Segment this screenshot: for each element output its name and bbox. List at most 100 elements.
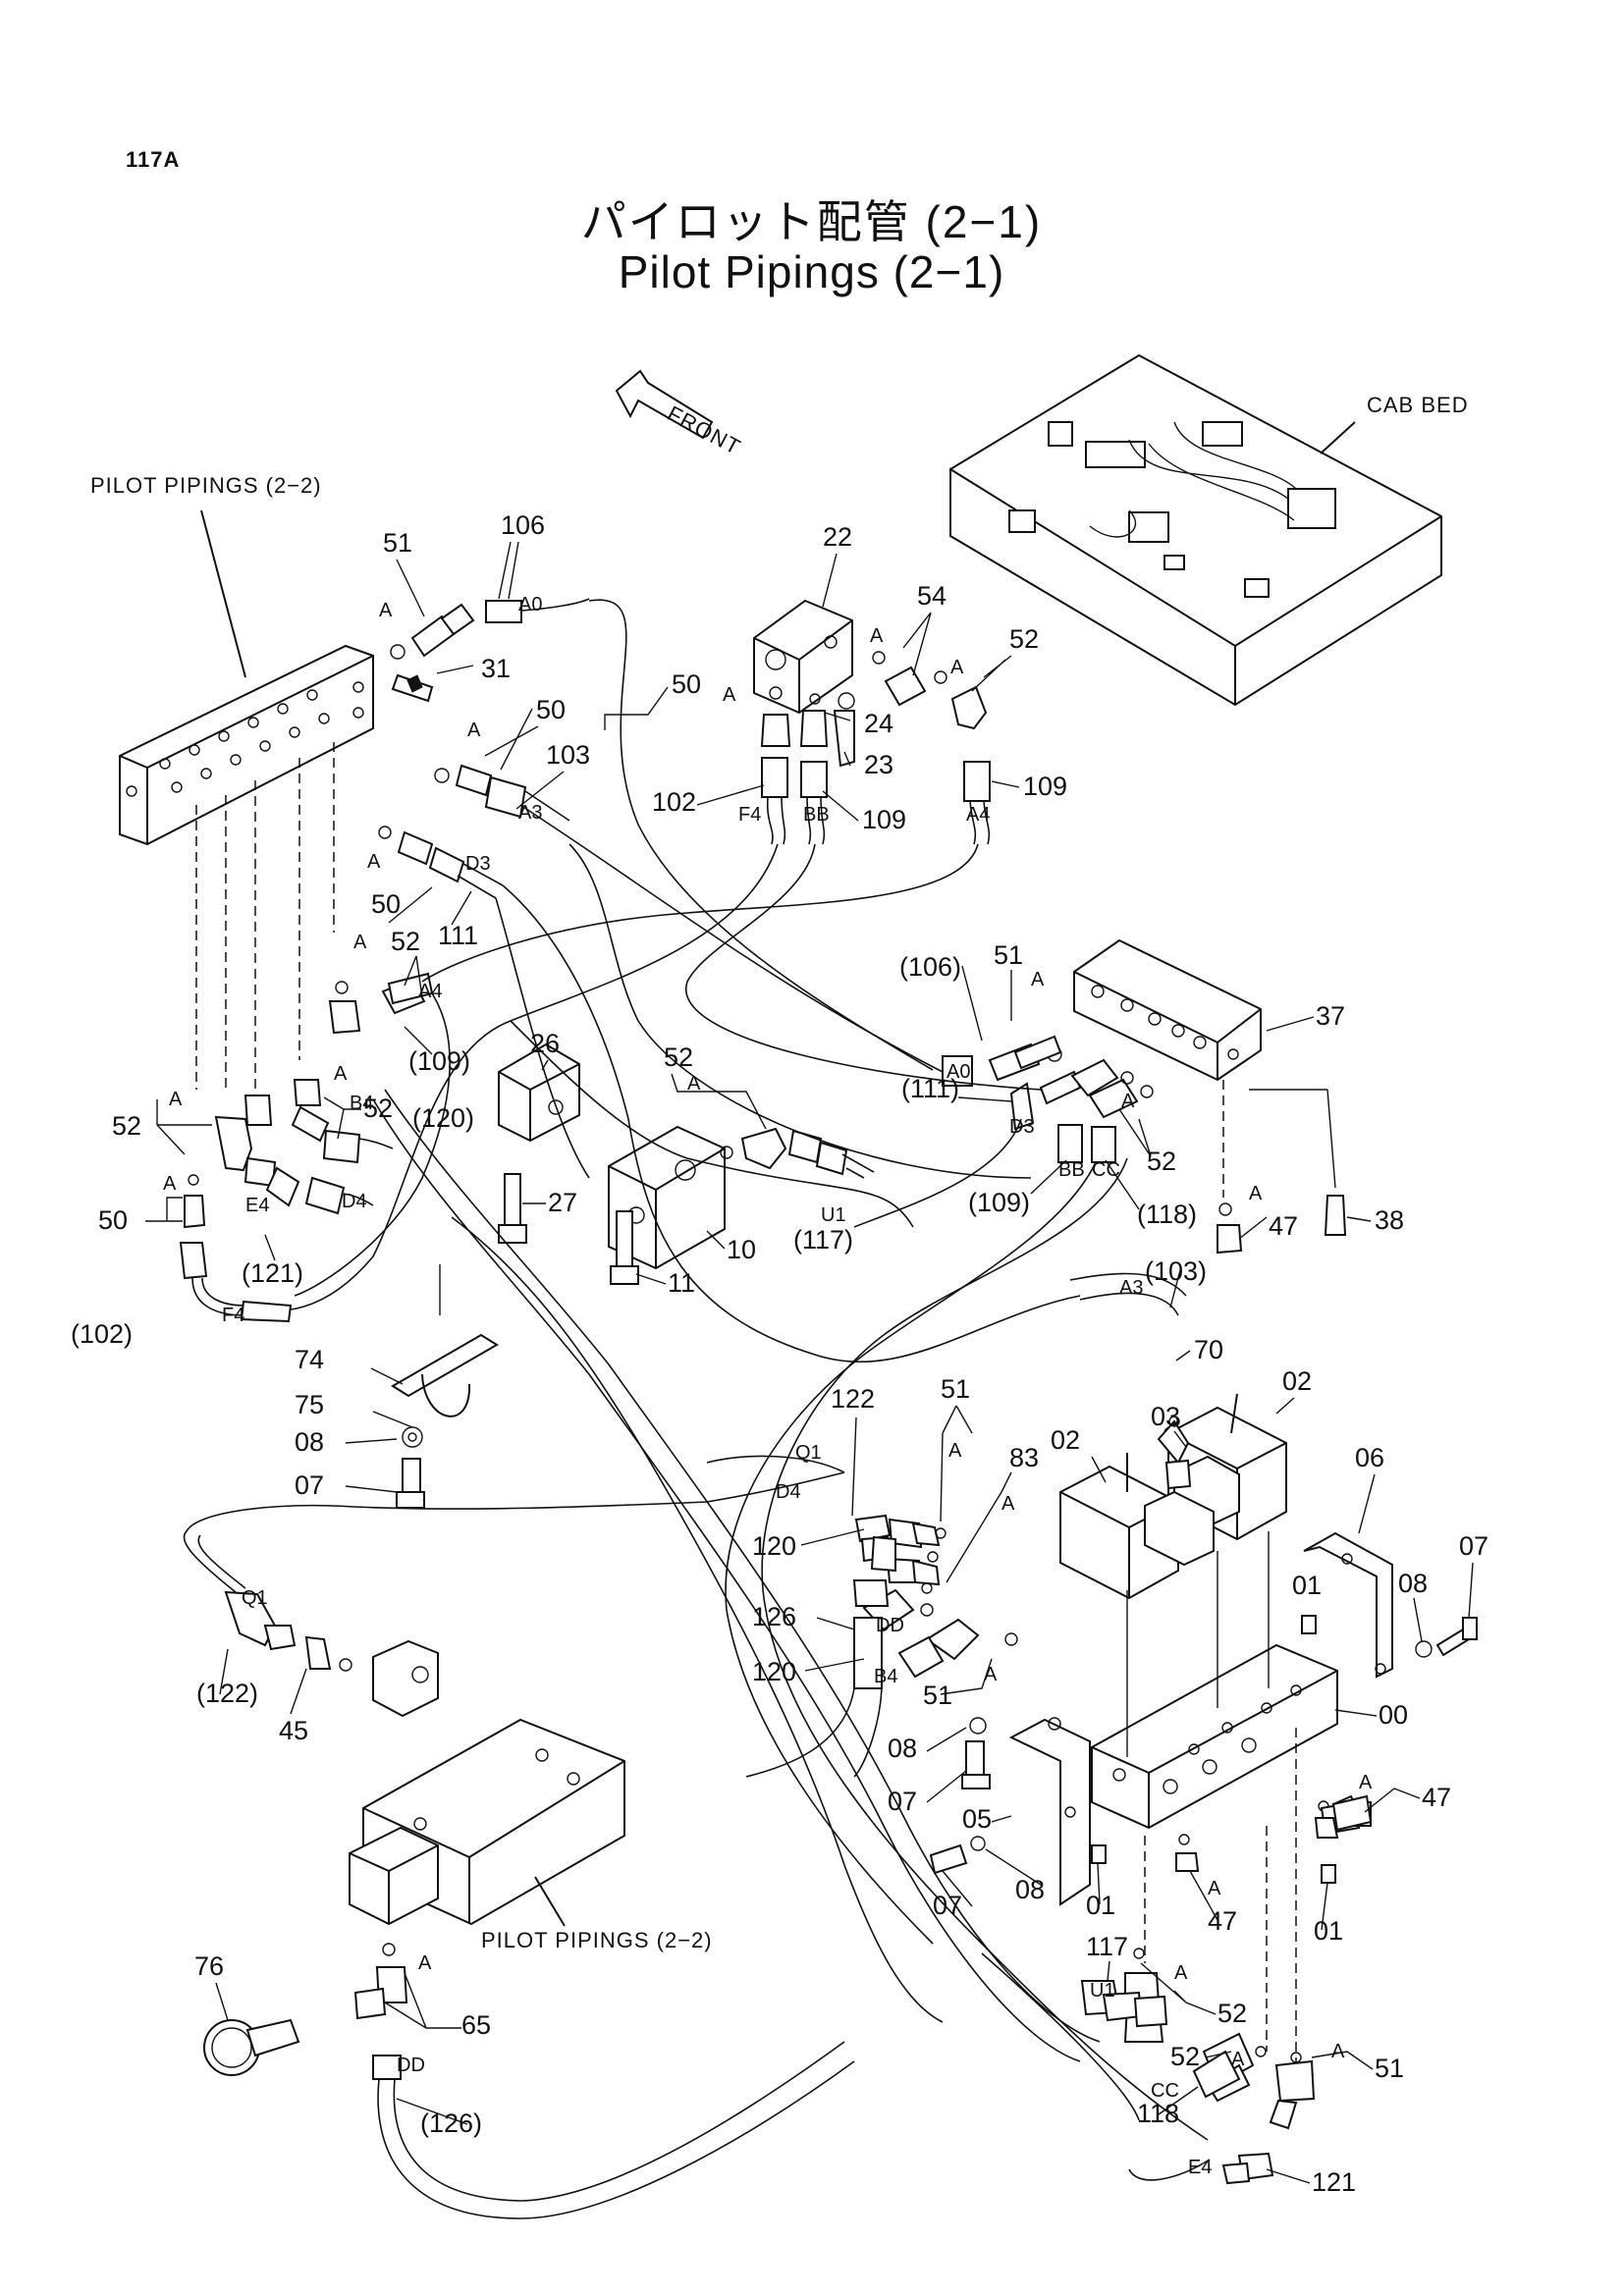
seal-mark: A [723, 684, 736, 706]
hose-tag: F4 [222, 1305, 244, 1326]
callout-117: 117 [1086, 1932, 1128, 1961]
callout-103: 103 [546, 740, 590, 770]
callout-102-paren: (102) [71, 1319, 133, 1349]
callout-45: 45 [279, 1716, 308, 1745]
callout-03: 03 [1151, 1402, 1180, 1431]
hose-tag: CC [1092, 1159, 1120, 1181]
seal-mark: A [379, 600, 393, 621]
callout-52: 52 [1170, 2042, 1200, 2071]
callout-06: 06 [1355, 1443, 1384, 1472]
block-22 [753, 599, 853, 715]
valve-block-drop-lines [1126, 1531, 1297, 2071]
hose-tag: A0 [947, 1061, 970, 1083]
callout-50: 50 [98, 1205, 128, 1235]
callout-122-paren: (122) [196, 1679, 258, 1708]
callout-02: 02 [1051, 1425, 1080, 1455]
pilot-pipings-bottom-label: PILOT PIPINGS (2−2) [481, 1928, 713, 1952]
callout-51: 51 [923, 1681, 952, 1710]
callout-106-paren: (106) [899, 952, 961, 982]
bolt-11 [610, 1210, 639, 1285]
callout-50: 50 [672, 669, 701, 699]
callout-126-paren: (126) [420, 2109, 482, 2138]
seal-mark: A [984, 1664, 998, 1685]
callout-01: 01 [1086, 1891, 1115, 1920]
hose-tag: B4 [350, 1093, 373, 1114]
callout-22: 22 [823, 522, 852, 552]
left-lower-fittings [183, 1501, 708, 1718]
callout-111-paren: (111) [901, 1074, 959, 1103]
hose-tag: Q1 [795, 1442, 822, 1464]
hose-tag: D4 [776, 1481, 801, 1503]
manifold-37 [1073, 938, 1262, 1082]
callout-121-paren: (121) [242, 1258, 303, 1288]
callout-51: 51 [994, 940, 1023, 970]
seal-mark: A [1001, 1493, 1015, 1515]
valve-block-fittings [852, 1415, 1373, 2185]
seal-mark: A [950, 657, 964, 678]
callout-54: 54 [917, 581, 947, 611]
pilot-pipings-top-leader [200, 509, 246, 678]
hose-tag: BB [1058, 1159, 1085, 1181]
seal-mark: A [687, 1073, 701, 1095]
flexible-hoses [254, 599, 1211, 2181]
bracket-05 [1008, 1717, 1091, 1906]
front-arrow: FRONT [615, 369, 745, 459]
callout-11: 11 [668, 1268, 695, 1298]
hose-tags: A0 A3 D3 F4 BB A4 A4 A0 D3 BB CC B4 E4 D… [222, 594, 1212, 2178]
callout-07: 07 [933, 1891, 962, 1920]
callout-111: 111 [438, 921, 478, 950]
callout-109: 109 [1023, 772, 1067, 801]
callout-52: 52 [1009, 624, 1039, 654]
callout-109: 109 [862, 805, 906, 834]
seal-mark: A [948, 1440, 962, 1462]
callout-02: 02 [1282, 1366, 1312, 1396]
callout-51: 51 [1375, 2054, 1404, 2083]
callout-10: 10 [727, 1235, 756, 1264]
callout-109-paren: (109) [968, 1188, 1030, 1217]
hose-f4-lower-left [179, 1079, 394, 1323]
callout-50: 50 [536, 695, 566, 724]
seal-mark: A [870, 625, 884, 647]
callout-05: 05 [962, 1804, 992, 1834]
callout-26: 26 [530, 1029, 560, 1058]
callout-50: 50 [371, 889, 401, 919]
hose-tag: E4 [245, 1195, 269, 1216]
hose-tag: B4 [874, 1666, 897, 1687]
callout-08: 08 [888, 1734, 917, 1763]
callout-74: 74 [295, 1345, 324, 1374]
callout-08: 08 [1398, 1569, 1428, 1598]
seal-mark: A [367, 851, 381, 873]
upper-manifold-block [119, 644, 374, 846]
callout-70: 70 [1194, 1335, 1223, 1364]
callout-120: 120 [752, 1531, 796, 1561]
callout-122: 122 [831, 1384, 875, 1414]
callout-76: 76 [194, 1951, 224, 1981]
callout-00: 00 [1379, 1700, 1408, 1730]
callout-52: 52 [391, 927, 420, 956]
callout-102: 102 [652, 787, 696, 817]
callout-106: 106 [501, 510, 545, 540]
seal-mark: A [1359, 1772, 1373, 1793]
callout-01: 01 [1314, 1916, 1343, 1946]
seal-markers: A A A A A A A A A A A A A A A A A A A A … [163, 600, 1373, 2070]
callout-52: 52 [1217, 1999, 1247, 2028]
callout-126: 126 [752, 1602, 796, 1631]
block-22-fittings [760, 651, 991, 845]
seal-mark: A [1174, 1962, 1188, 1984]
callout-52: 52 [664, 1042, 693, 1072]
seal-mark: A [1249, 1183, 1263, 1204]
callout-23: 23 [864, 750, 893, 779]
callout-65: 65 [461, 2010, 491, 2040]
upper-block-drop-lines [195, 742, 335, 1090]
seal-mark: A [334, 1063, 348, 1085]
bracket-06 [1303, 1531, 1393, 1679]
callout-01: 01 [1292, 1571, 1322, 1600]
callout-07: 07 [1459, 1531, 1488, 1561]
hose-tag: U1 [1090, 1980, 1115, 2002]
page-title-japanese: パイロット配管 (2−1) [580, 196, 1043, 247]
callout-121: 121 [1312, 2167, 1356, 2197]
seal-mark: A [467, 720, 481, 741]
callout-103-paren: (103) [1145, 1256, 1207, 1286]
callout-labels: 22 54 52 106 51 31 50 103 50 24 23 102 1… [71, 510, 1488, 2197]
